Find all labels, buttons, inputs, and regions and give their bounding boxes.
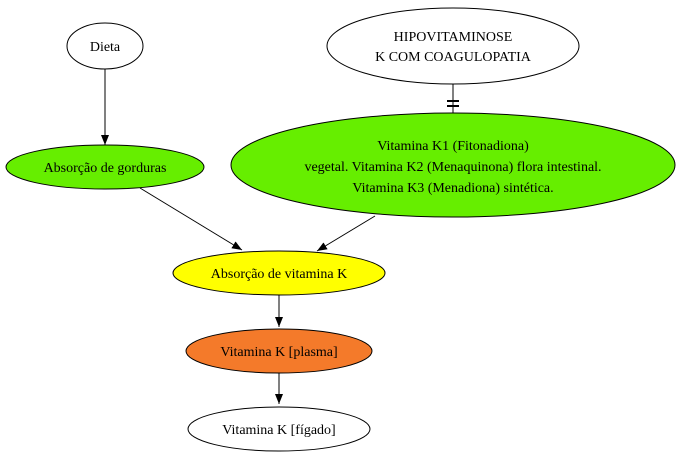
node-vitamina-k-plasma-label: Vitamina K [plasma] — [220, 345, 337, 360]
node-dieta-shape — [66, 22, 144, 70]
node-vitamina-k-types-shape — [230, 112, 676, 218]
node-absorcao-gorduras-shape — [5, 144, 205, 190]
node-vitamina-k-types-line-3: Vitamina K3 (Menadiona) sintética. — [352, 181, 553, 196]
node-hipovitaminose[interactable]: HIPOVITAMINOSE K COM COAGULOPATIA — [326, 7, 580, 85]
node-absorcao-gorduras-label: Absorção de gorduras — [44, 161, 167, 176]
node-hipovitaminose-shape — [326, 7, 580, 85]
edge-gorduras-to-absorcao-k — [139, 187, 243, 251]
edge-vitk-types-to-absorcao-k — [316, 215, 376, 252]
node-dieta-label: Dieta — [90, 40, 121, 55]
node-vitamina-k-figado-label: Vitamina K [fígado] — [222, 423, 335, 438]
edge-hipo-vitk-types — [447, 84, 459, 114]
node-vitamina-k-figado[interactable]: Vitamina K [fígado] — [187, 406, 371, 452]
node-vitamina-k-plasma[interactable]: Vitamina K [plasma] — [185, 328, 373, 374]
node-vitamina-k-types-line-1: Vitamina K1 (Fitonadiona) — [377, 139, 529, 154]
node-vitamina-k-types-line-2: vegetal. Vitamina K2 (Menaquinona) flora… — [304, 160, 601, 175]
node-vitamina-k-types[interactable]: Vitamina K1 (Fitonadiona) vegetal. Vitam… — [230, 112, 676, 218]
node-vitamina-k-plasma-shape — [185, 328, 373, 374]
node-absorcao-vitamina-k-label: Absorção de vitamina K — [211, 267, 347, 282]
node-hipovitaminose-line-1: HIPOVITAMINOSE — [394, 30, 513, 45]
node-vitamina-k-figado-shape — [187, 406, 371, 452]
node-absorcao-vitamina-k[interactable]: Absorção de vitamina K — [172, 250, 386, 296]
node-dieta[interactable]: Dieta — [66, 22, 144, 70]
node-absorcao-gorduras[interactable]: Absorção de gorduras — [5, 144, 205, 190]
node-hipovitaminose-line-2: K COM COAGULOPATIA — [375, 50, 532, 65]
node-absorcao-vitamina-k-shape — [172, 250, 386, 296]
